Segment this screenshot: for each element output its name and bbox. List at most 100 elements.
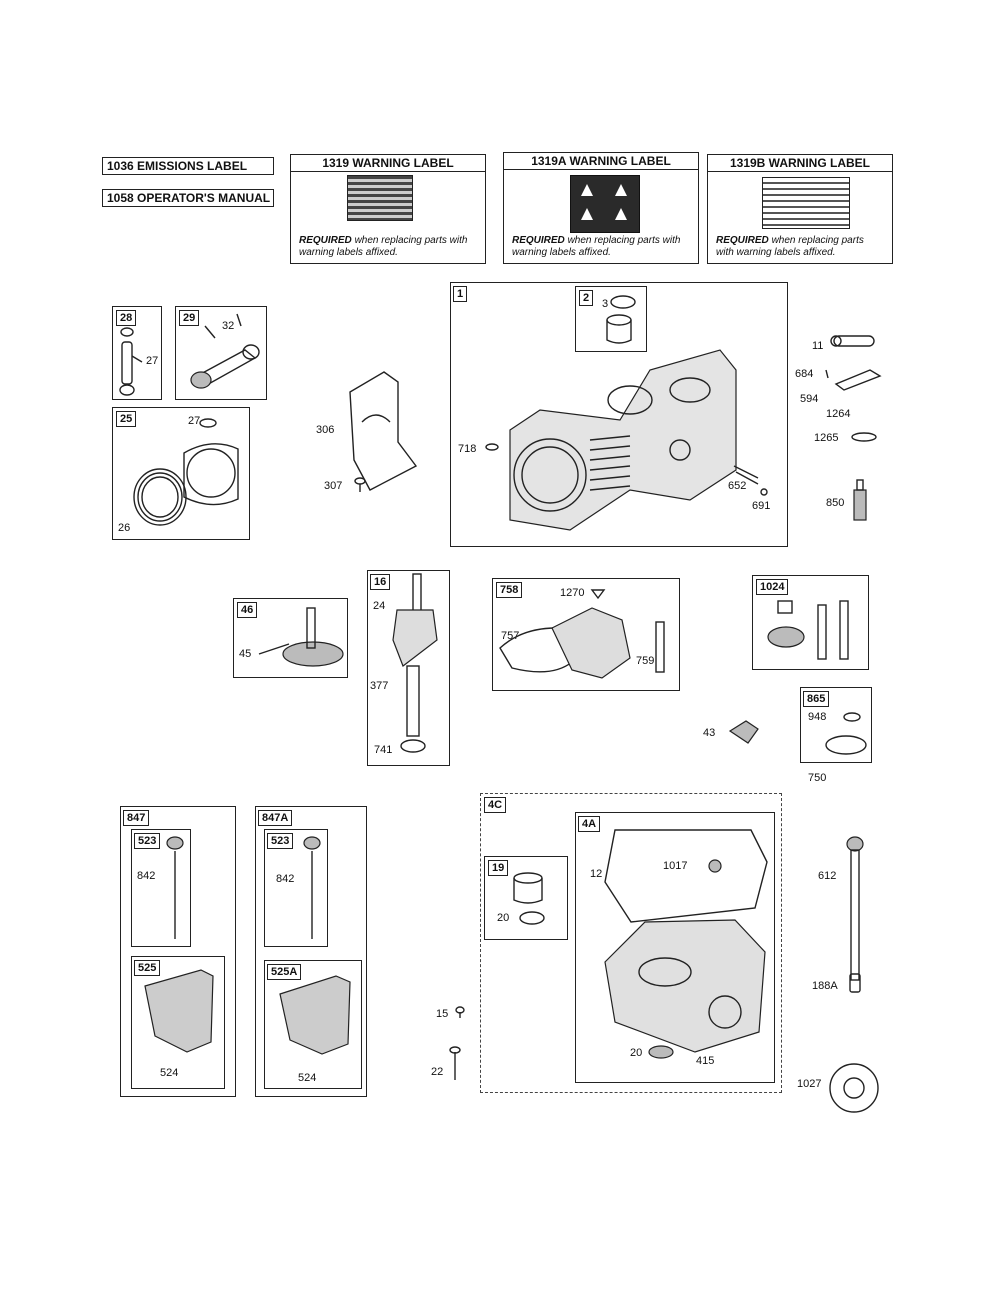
callout-1027: 1027	[797, 1078, 822, 1090]
screw-15	[455, 1006, 465, 1018]
group-525a-tag: 525A	[267, 964, 302, 980]
callout-842: 842	[137, 870, 156, 882]
callout-594: 594	[800, 393, 819, 405]
camshaft-drawing	[258, 607, 344, 667]
cylinder-shield-drawing	[349, 371, 418, 491]
callout-948: 948	[808, 711, 827, 723]
pin-718	[485, 443, 499, 451]
oil-fill-tube-612	[846, 836, 864, 981]
operators-manual-tag: 1058 OPERATOR'S MANUAL	[102, 189, 274, 207]
callout-415: 415	[696, 1055, 715, 1067]
cylinder-block-drawing	[509, 349, 737, 531]
dipstick-tube-b-drawing	[279, 975, 351, 1055]
group-46-tag: 46	[237, 602, 258, 618]
group-1024-box	[752, 575, 869, 670]
hazard-icons	[581, 184, 627, 220]
group-847-tag: 847	[123, 810, 150, 826]
group-758-tag: 758	[496, 582, 523, 598]
callout-1017: 1017	[663, 860, 688, 872]
fitting-188a	[849, 973, 861, 993]
warning-label-note: REQUIRED when replacing parts with warni…	[299, 235, 468, 258]
callout-842-b: 842	[276, 873, 295, 885]
callout-27: 27	[146, 355, 159, 367]
group-25-box	[112, 407, 250, 540]
group-29-tag: 29	[179, 310, 200, 326]
connecting-rod-drawing	[190, 313, 260, 389]
group-525a-box	[264, 960, 362, 1089]
group-523b-tag: 523	[267, 833, 294, 849]
callout-43: 43	[703, 727, 716, 739]
group-1-tag: 1	[453, 286, 468, 302]
group-758-box	[492, 578, 680, 691]
group-523b-box	[264, 829, 328, 947]
warning-label-title: 1319 WARNING LABEL	[291, 155, 485, 172]
breather-tube-drawing	[830, 335, 875, 347]
callout-1264: 1264	[826, 408, 851, 420]
bearing-19-drawing	[513, 872, 545, 925]
group-525-tag: 525	[134, 960, 161, 976]
callout-3: 3	[602, 298, 609, 310]
callout-45: 45	[239, 648, 252, 660]
warning-label-1319a: 1319A WARNING LABEL REQUIRED when replac…	[503, 152, 699, 264]
group-28-box	[112, 306, 162, 400]
callout-11: 11	[812, 340, 824, 352]
callout-612: 612	[818, 870, 837, 882]
callout-850: 850	[826, 497, 845, 509]
group-523-box	[131, 829, 191, 947]
sump-gasket-and-cover-drawing	[604, 829, 768, 1059]
callout-524-b: 524	[298, 1072, 317, 1084]
stud-652	[733, 465, 768, 496]
group-28-tag: 28	[116, 310, 137, 326]
group-25-tag: 25	[116, 411, 137, 427]
callout-27-ring: 27	[188, 415, 201, 427]
warning-sticker-image	[762, 177, 850, 229]
callout-15: 15	[436, 1008, 449, 1020]
group-847a-box	[255, 806, 367, 1097]
gasket-865-drawing	[825, 712, 867, 755]
callout-24: 24	[373, 600, 386, 612]
group-847a-tag: 847A	[258, 810, 293, 826]
group-19-box	[484, 856, 568, 940]
callout-12: 12	[590, 868, 603, 880]
callout-750: 750	[808, 772, 827, 784]
screw-307	[354, 477, 366, 492]
washer-1265	[851, 432, 877, 442]
group-19-tag: 19	[488, 860, 509, 876]
group-4a-tag: 4A	[578, 816, 601, 832]
callout-691: 691	[752, 500, 771, 512]
group-2-tag: 2	[579, 290, 594, 306]
warning-label-1319: 1319 WARNING LABEL REQUIRED when replaci…	[290, 154, 486, 264]
rod-bolt-drawing	[119, 327, 143, 396]
group-4a-box	[575, 812, 775, 1083]
group-16-tag: 16	[370, 574, 391, 590]
group-29-box	[175, 306, 267, 400]
callout-22: 22	[431, 1066, 444, 1078]
group-4c-tag: 4C	[484, 797, 507, 813]
group-847-box	[120, 806, 236, 1097]
callout-684: 684	[795, 368, 814, 380]
dipstick-drawing	[166, 836, 184, 939]
crankshaft-drawing	[392, 573, 438, 753]
group-16-box	[367, 570, 450, 766]
callout-524: 524	[160, 1067, 179, 1079]
callout-652: 652	[728, 480, 747, 492]
callout-26: 26	[118, 522, 131, 534]
group-525-box	[131, 956, 225, 1089]
callout-759: 759	[636, 655, 655, 667]
lever-594-drawing	[825, 369, 882, 391]
group-865-tag: 865	[803, 691, 830, 707]
group-1-box	[450, 282, 788, 547]
callout-757: 757	[501, 630, 520, 642]
bolt-22	[449, 1046, 461, 1080]
group-4c-box	[480, 793, 782, 1093]
warning-label-note: REQUIRED when replacing parts with warni…	[716, 235, 864, 258]
cylinder-sleeve-drawing	[606, 295, 636, 344]
callout-307: 307	[324, 480, 343, 492]
bracket-43-drawing	[728, 720, 759, 744]
warning-label-title: 1319B WARNING LABEL	[708, 155, 892, 172]
warning-sticker-image	[347, 175, 413, 221]
piston-rings-drawing	[133, 418, 239, 526]
callout-32: 32	[222, 320, 235, 332]
sealant-bottle-850	[853, 479, 867, 521]
valve-kit-drawing	[767, 600, 849, 660]
